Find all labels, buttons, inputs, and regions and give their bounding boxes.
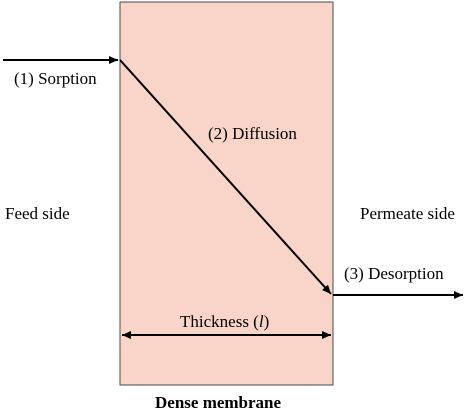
membrane-rect [119,1,334,386]
sorption-label: (1) Sorption [14,69,97,88]
desorption-label: (3) Desorption [344,264,444,283]
thickness-suffix: ) [263,312,270,331]
membrane-caption: Dense membrane [155,393,282,412]
feed-side-label: Feed side [5,204,70,223]
thickness-symbol: l [258,312,264,331]
permeate-side-label: Permeate side [360,204,455,223]
diffusion-line [119,59,332,295]
thickness-prefix: Thickness ( [180,312,259,331]
diffusion-label: (2) Diffusion [208,124,297,143]
thickness-label: Thickness (l) [180,313,269,330]
